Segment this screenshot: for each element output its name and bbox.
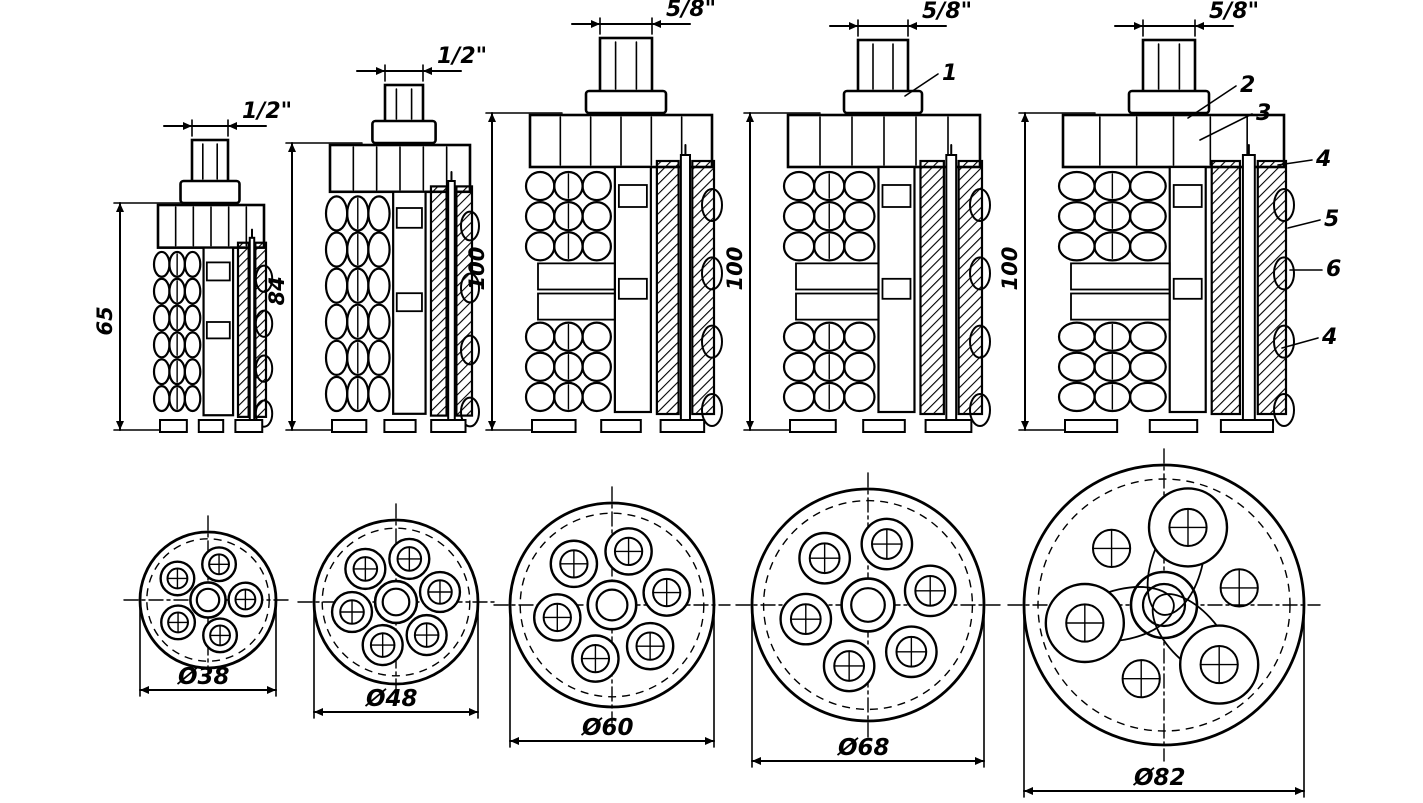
- diameter-dimension-1: Ø38: [139, 603, 277, 697]
- diameter-label: Ø60: [580, 715, 634, 741]
- part-callout-1: 1: [904, 61, 957, 97]
- height-dimension-1: 65: [93, 202, 191, 431]
- assembly-plan-views: [123, 448, 1321, 762]
- diameter-dimension-3: Ø60: [509, 608, 715, 748]
- thread-size-label: 1/2": [437, 44, 487, 69]
- part-number-label: 5: [1324, 207, 1339, 232]
- height-label: 100: [998, 247, 1022, 291]
- part-number-label: 6: [1326, 257, 1341, 282]
- height-dimension-2: 84: [265, 142, 363, 431]
- thread-size-label: 1/2": [242, 99, 292, 124]
- part-callout-6: 6: [1289, 257, 1341, 282]
- part-number-label: 4: [1321, 325, 1337, 350]
- diameter-label: Ø68: [836, 735, 890, 761]
- diameter-label: Ø82: [1132, 765, 1186, 791]
- diameter-dimension-2: Ø48: [313, 605, 479, 719]
- thread-dimension-5: 5/8": [1114, 0, 1259, 37]
- thread-dimension-4: 5/8": [829, 0, 972, 37]
- height-dimension-3: 100: [465, 112, 563, 431]
- height-label: 65: [93, 306, 117, 335]
- part-callout-3: 3: [1199, 101, 1271, 141]
- thread-size-label: 5/8": [1209, 0, 1259, 24]
- part-callout-5: 5: [1287, 207, 1339, 232]
- thread-size-label: 5/8": [666, 0, 716, 22]
- assembly-plan-5: [1007, 448, 1321, 762]
- diameter-label: Ø38: [176, 664, 230, 690]
- height-label: 100: [465, 247, 489, 291]
- assembly-plan-3: [493, 486, 731, 724]
- part-callout-2: 2: [1187, 73, 1255, 119]
- height-dimension-5: 100: [998, 112, 1096, 431]
- part-number-label: 3: [1256, 101, 1271, 126]
- part-callout-7: 4: [1281, 325, 1337, 350]
- assembly-plan-2: [297, 503, 495, 701]
- assembly-plan-1: [123, 515, 293, 685]
- thread-dimension-1: 1/2": [163, 99, 292, 137]
- thread-dimension-2: 1/2": [356, 44, 487, 82]
- thread-dimension-3: 5/8": [571, 0, 716, 35]
- assembly-plan-4: [735, 472, 1001, 738]
- assembly-elevation-1: [152, 138, 274, 433]
- diameter-label: Ø48: [364, 686, 418, 712]
- part-number-label: 2: [1240, 73, 1255, 98]
- height-label: 84: [265, 276, 289, 305]
- part-number-label: 1: [942, 61, 957, 86]
- assembly-elevation-3: [524, 36, 723, 433]
- height-label: 100: [723, 247, 747, 291]
- diameter-dimension-5: Ø82: [1023, 608, 1305, 798]
- assembly-elevation-2: [324, 83, 480, 433]
- assembly-elevation-4: [782, 38, 991, 433]
- height-dimension-4: 100: [723, 112, 821, 431]
- diameter-dimension-4: Ø68: [751, 608, 985, 768]
- part-number-label: 4: [1315, 147, 1331, 172]
- part-callout-4: 4: [1277, 147, 1331, 172]
- thread-size-label: 5/8": [922, 0, 972, 24]
- assembly-elevation-5: [1057, 38, 1295, 433]
- assembly-side-views: [152, 36, 1295, 433]
